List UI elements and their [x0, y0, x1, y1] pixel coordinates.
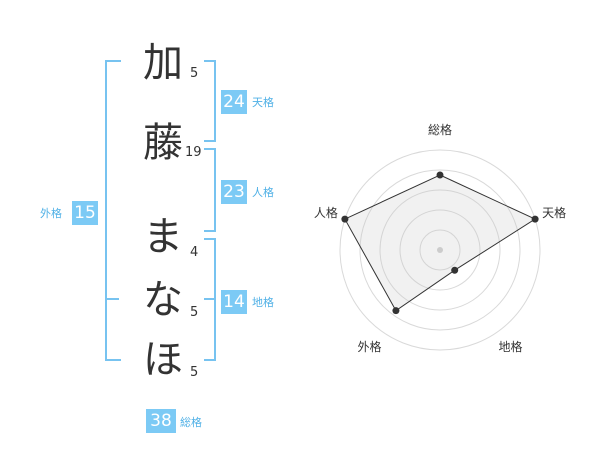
stroke-count-3: 4 — [190, 245, 199, 260]
radar-ring — [399, 209, 481, 291]
radar-point-4 — [392, 307, 400, 315]
tenkaku-bracket — [204, 60, 216, 142]
name-char-2: 藤 — [143, 120, 183, 166]
radar-axis-label-1: 総格 — [428, 122, 452, 137]
chikaku-bracket-tick — [204, 298, 214, 300]
stroke-count-4: 5 — [190, 305, 199, 320]
gaikaku-label: 外格 — [40, 207, 62, 220]
jinkaku-value: 23 — [221, 180, 247, 204]
tenkaku-value: 24 — [221, 90, 247, 114]
radar-axis-label-3: 地格 — [499, 339, 523, 354]
chikaku-bracket — [204, 238, 216, 361]
stroke-count-1: 5 — [190, 66, 199, 81]
name-char-3: ま — [143, 214, 183, 260]
radar-point-3 — [451, 266, 459, 274]
radar-center — [437, 247, 443, 253]
chikaku-value: 14 — [221, 290, 247, 314]
chikaku-label: 地格 — [252, 296, 274, 309]
soukaku-value: 38 — [146, 409, 176, 433]
radar-ring — [339, 149, 541, 351]
gaikaku-value: 15 — [72, 201, 98, 225]
stroke-count-5: 5 — [190, 365, 199, 380]
radar-axis-label-5: 人格 — [314, 205, 338, 220]
radar-ring — [419, 229, 461, 271]
tenkaku-label: 天格 — [252, 96, 274, 109]
radar-ring — [379, 189, 501, 311]
gaikaku-bracket-tick — [105, 298, 119, 300]
name-char-1: 加 — [143, 40, 183, 86]
radar-ring — [359, 169, 521, 331]
radar-axis-label-4: 外格 — [357, 339, 381, 354]
gaikaku-bracket — [105, 60, 121, 361]
stroke-count-2: 19 — [185, 145, 202, 160]
jinkaku-bracket — [204, 148, 216, 232]
name-char-5: ほ — [143, 337, 183, 383]
radar-point-1 — [436, 171, 444, 179]
radar-axis-label-2: 天格 — [542, 205, 566, 220]
name-char-4: な — [143, 277, 183, 323]
soukaku-label: 総格 — [180, 416, 202, 429]
jinkaku-label: 人格 — [252, 186, 274, 199]
radar-point-2 — [531, 215, 539, 223]
radar-series-area — [344, 174, 537, 312]
radar-point-5 — [341, 215, 349, 223]
